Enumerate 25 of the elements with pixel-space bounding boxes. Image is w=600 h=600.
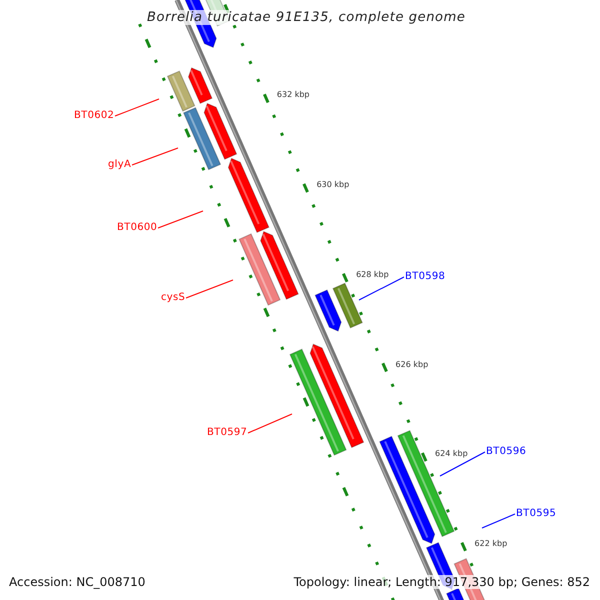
tick-label: 630 kbp bbox=[316, 181, 350, 190]
tick-label: 632 kbp bbox=[276, 91, 310, 100]
gene-label: BT0600 bbox=[117, 223, 158, 233]
footer-text: Topology: linear; Length: 917,330 bp; Genes: 852 bbox=[292, 575, 592, 589]
leader-line bbox=[186, 280, 234, 298]
gene-label: BT0597 bbox=[207, 428, 248, 438]
leader-line bbox=[440, 452, 486, 476]
gene-label: BT0596 bbox=[486, 447, 526, 457]
tick-label: 624 kbp bbox=[435, 450, 468, 458]
gene-label: BT0595 bbox=[516, 509, 556, 519]
gene-label: cysS bbox=[161, 293, 186, 303]
tick-label: 628 kbp bbox=[356, 271, 389, 280]
tick-label: 622 kbp bbox=[474, 540, 508, 548]
leader-line bbox=[248, 414, 292, 434]
tick-label: 626 kbp bbox=[396, 360, 428, 369]
leader-line bbox=[132, 148, 178, 166]
gene-label: glyA bbox=[108, 160, 132, 170]
leader-line bbox=[114, 98, 160, 116]
leader-line bbox=[482, 514, 516, 528]
footer-text: Accession: NC_008710 bbox=[7, 575, 148, 589]
gene-label: BT0598 bbox=[405, 272, 446, 282]
leader-line bbox=[158, 210, 204, 228]
leader-line bbox=[358, 276, 404, 300]
gene-label: BT0602 bbox=[74, 111, 114, 121]
map-title: Borrelia turicatae 91E135, complete genome bbox=[145, 10, 468, 25]
